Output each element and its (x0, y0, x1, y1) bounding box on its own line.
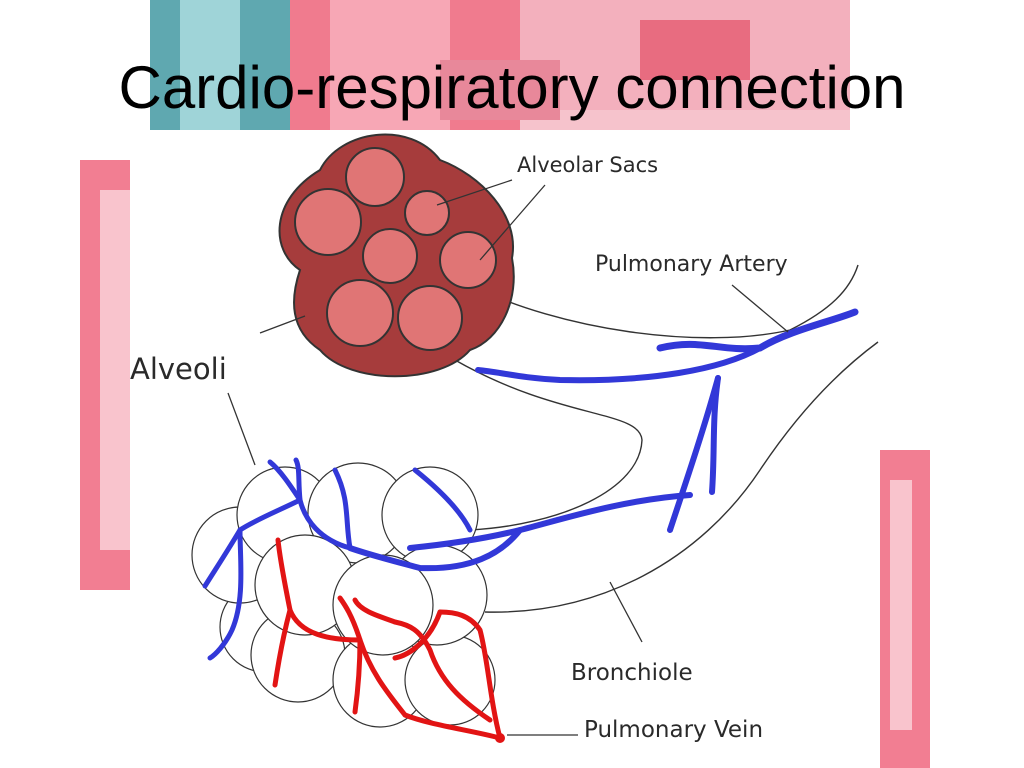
bronchiole-lower-edge (484, 341, 879, 613)
label-pulmonary-artery: Pulmonary Artery (595, 252, 788, 277)
vein-e (275, 537, 293, 613)
vein-d (287, 607, 363, 643)
leader-pulmonary-artery (731, 284, 789, 333)
vein-c (392, 619, 493, 723)
label-alveoli: Alveoli (130, 352, 227, 386)
pulmonary-vein-vessels (272, 537, 505, 743)
slide-title: Cardio-respiratory connection (118, 54, 906, 121)
artery-branch-a (412, 467, 473, 533)
artery-lower (407, 492, 693, 551)
alveoli-cluster (191, 462, 496, 728)
artery-branch-d (267, 459, 303, 503)
sac-4 (362, 228, 418, 284)
sac-7 (397, 285, 463, 351)
pulmonary-artery-vessels (202, 308, 859, 661)
leader-alveolar-sacs-1 (436, 179, 513, 206)
artery-branch-f (207, 527, 244, 661)
bronchiole-upper-edge (469, 264, 859, 339)
artery-main (475, 345, 763, 384)
alveolar-sac-cluster (278, 133, 515, 378)
sac-5 (439, 231, 497, 289)
artery-branch-g (237, 497, 303, 533)
bronchiole-tube (454, 264, 879, 613)
sac-3 (404, 190, 450, 236)
sac-2 (294, 188, 362, 256)
vein-outlet (495, 733, 505, 743)
vein-g (352, 637, 363, 715)
artery-branch-b (332, 467, 353, 551)
vein-b (437, 609, 503, 741)
leader-alveoli-up (259, 315, 306, 334)
bronchiole-mid-edge (454, 359, 643, 531)
leader-bronchiole (609, 581, 643, 643)
vein-f (272, 607, 293, 688)
label-bronchiole: Bronchiole (571, 660, 693, 686)
vein-main (402, 712, 503, 741)
label-alveolar-sacs: Alveolar Sacs (517, 153, 658, 177)
sac-1 (345, 147, 405, 207)
artery-branch-e (202, 527, 243, 589)
sac-6 (326, 279, 394, 347)
leader-alveoli-down (227, 392, 256, 466)
vein-h (352, 597, 398, 625)
vein-i (392, 609, 443, 661)
label-pulmonary-vein: Pulmonary Vein (584, 717, 763, 743)
leader-alveolar-sacs-2 (479, 184, 546, 261)
artery-down-2 (667, 375, 721, 533)
artery-trunk (656, 308, 859, 353)
leader-lines (227, 179, 789, 736)
artery-to-alveoli-1 (347, 527, 523, 572)
